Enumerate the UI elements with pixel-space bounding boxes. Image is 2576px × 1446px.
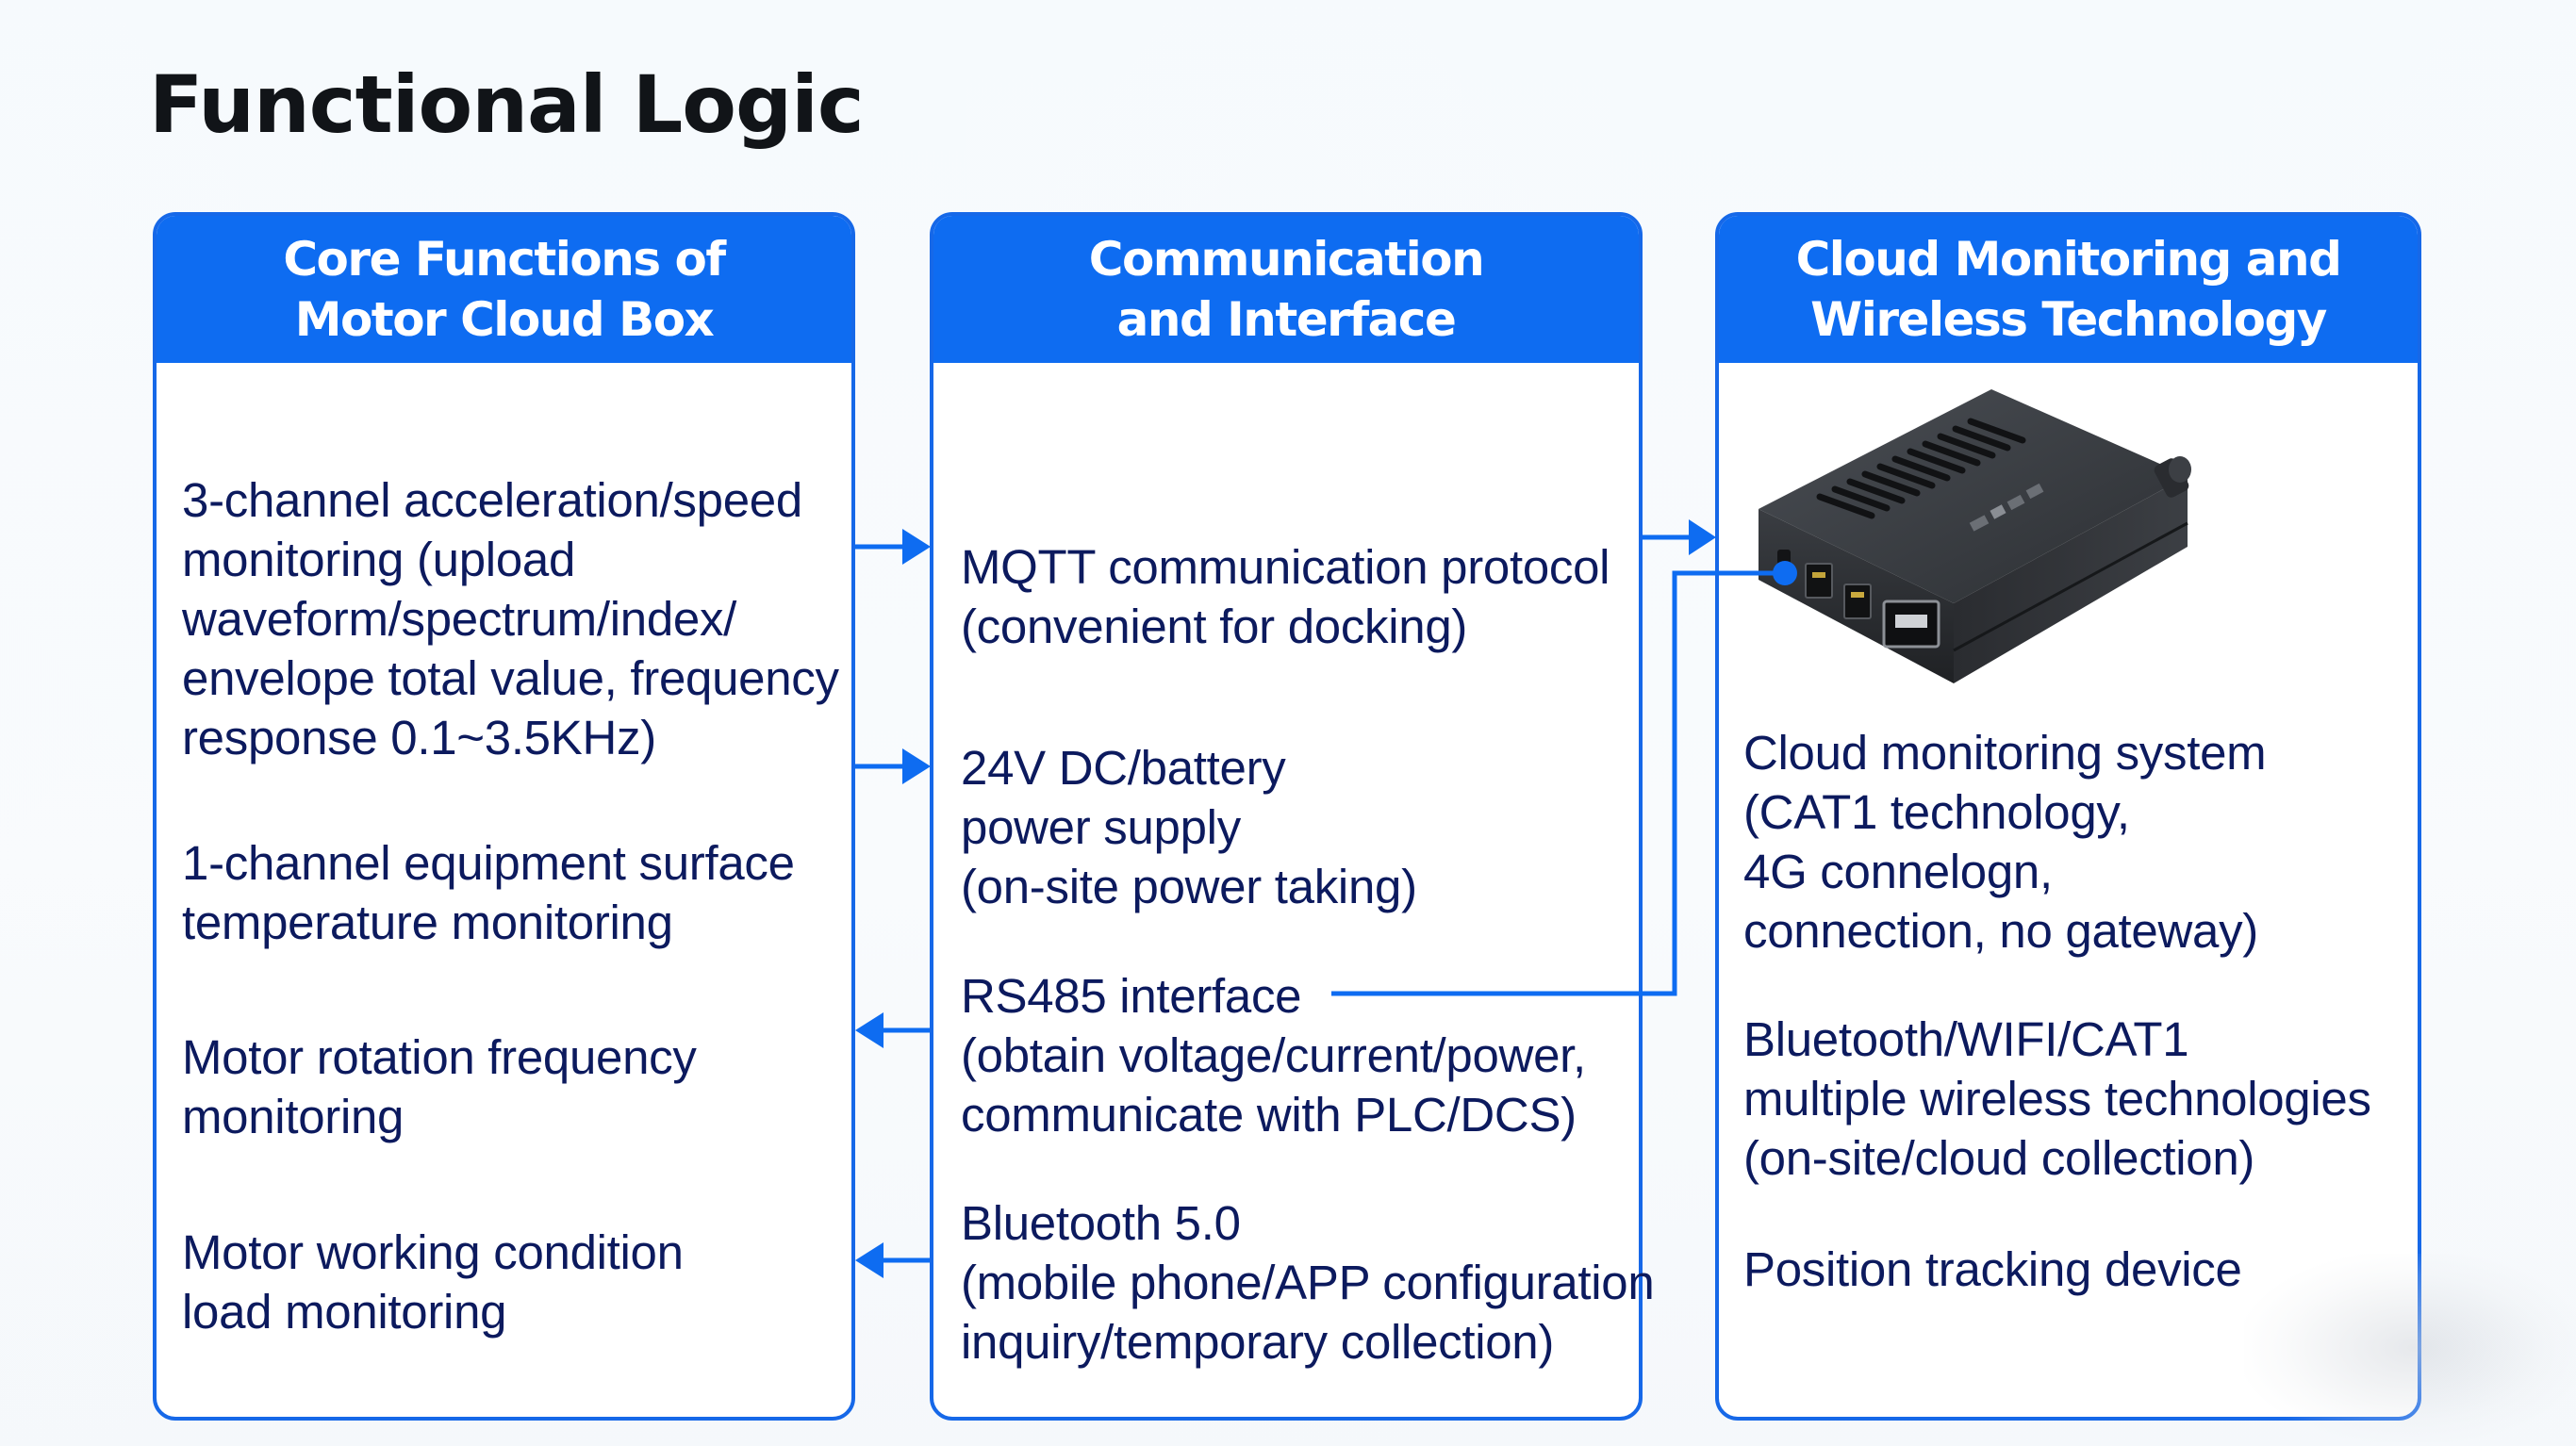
cloud-monitoring-header: Cloud Monitoring and Wireless Technology [1719,216,2418,363]
item-line: 1-channel equipment surface [182,836,795,890]
item-acceleration-monitoring: 3-channel acceleration/speed monitoring … [182,470,839,767]
item-line: Cloud monitoring system [1743,726,2267,780]
core-functions-header: Core Functions of Motor Cloud Box [157,216,851,363]
usb-port-tongue [1895,615,1927,628]
header-line: Motor Cloud Box [294,292,715,347]
item-line: (on-site/cloud collection) [1743,1131,2255,1185]
core-functions-panel: Core Functions of Motor Cloud Box [153,212,855,1421]
item-line: inquiry/temporary collection) [961,1315,1555,1369]
header-line: Core Functions of [283,232,726,287]
page-title: Functional Logic [149,58,865,151]
item-rotation-frequency: Motor rotation frequency monitoring [182,1027,697,1146]
item-line: waveform/spectrum/index/ [182,592,737,646]
item-line: Position tracking device [1743,1242,2242,1296]
item-line: RS485 interface [961,969,1302,1023]
item-line: (on-site power taking) [961,860,1417,913]
item-line: MQTT communication protocol [961,540,1610,594]
led-indicator [1777,550,1791,565]
header-line: and Interface [1116,292,1457,347]
item-line: 24V DC/battery [961,741,1286,795]
item-line: (CAT1 technology, [1743,785,2130,839]
device-seam [1953,521,2188,652]
motor-cloud-box-device-image [1759,389,2191,683]
item-line: Motor rotation frequency [182,1030,697,1084]
item-load-monitoring: Motor working condition load monitoring [182,1223,684,1341]
item-line: response 0.1~3.5KHz) [182,711,656,764]
item-line: (convenient for docking) [961,600,1468,653]
item-cloud-monitoring-system: Cloud monitoring system (CAT1 technology… [1743,723,2267,961]
port-1 [1805,563,1833,599]
item-line: power supply [961,800,1241,854]
device-side-face [1954,476,2188,683]
item-line: envelope total value, frequency [182,651,839,705]
port-2 [1843,583,1872,619]
communication-panel: Communication and Interface [930,212,1643,1421]
item-line: communicate with PLC/DCS) [961,1088,1577,1142]
item-line: (obtain voltage/current/power, [961,1028,1586,1082]
item-line: (mobile phone/APP configuration [961,1256,1655,1309]
port-2-pins [1851,592,1864,598]
item-line: Bluetooth 5.0 [961,1196,1241,1250]
communication-header: Communication and Interface [933,216,1639,363]
item-wireless-technologies: Bluetooth/WIFI/CAT1 multiple wireless te… [1743,1010,2371,1188]
arrowhead-left [855,1242,883,1278]
item-line: temperature monitoring [182,896,673,949]
arrowhead-right [1689,519,1716,555]
header-line: Cloud Monitoring and [1795,232,2342,287]
item-position-tracking: Position tracking device [1743,1240,2242,1299]
item-line: 4G connelogn, [1743,845,2053,898]
device-logo [1969,483,2044,532]
item-line: monitoring (upload [182,533,576,586]
vent-slots [1816,418,2026,519]
item-mqtt: MQTT communication protocol (convenient … [961,537,1610,656]
item-line: multiple wireless technologies [1743,1072,2371,1126]
item-line: Motor working condition [182,1225,684,1279]
arrowhead-right [902,529,931,565]
item-line: monitoring [182,1090,405,1143]
header-line: Wireless Technology [1810,292,2327,347]
cloud-monitoring-panel: Cloud Monitoring and Wireless Technology [1715,212,2421,1421]
item-temperature-monitoring: 1-channel equipment surface temperature … [182,833,795,952]
item-bluetooth: Bluetooth 5.0 (mobile phone/APP configur… [961,1193,1655,1372]
item-line: 3-channel acceleration/speed [182,473,802,527]
device-top-face [1759,389,2188,603]
antenna-tip [2169,456,2191,483]
header-line: Communication [1088,232,1485,287]
item-line: load monitoring [182,1285,507,1339]
arrowhead-left [855,1012,883,1048]
port-1-pins [1812,572,1825,578]
item-power-supply: 24V DC/battery power supply (on-site pow… [961,738,1417,916]
arrowhead-right [902,748,931,784]
item-rs485: RS485 interface (obtain voltage/current/… [961,966,1586,1144]
item-line: connection, no gateway) [1743,904,2258,958]
item-line: Bluetooth/WIFI/CAT1 [1743,1012,2189,1066]
